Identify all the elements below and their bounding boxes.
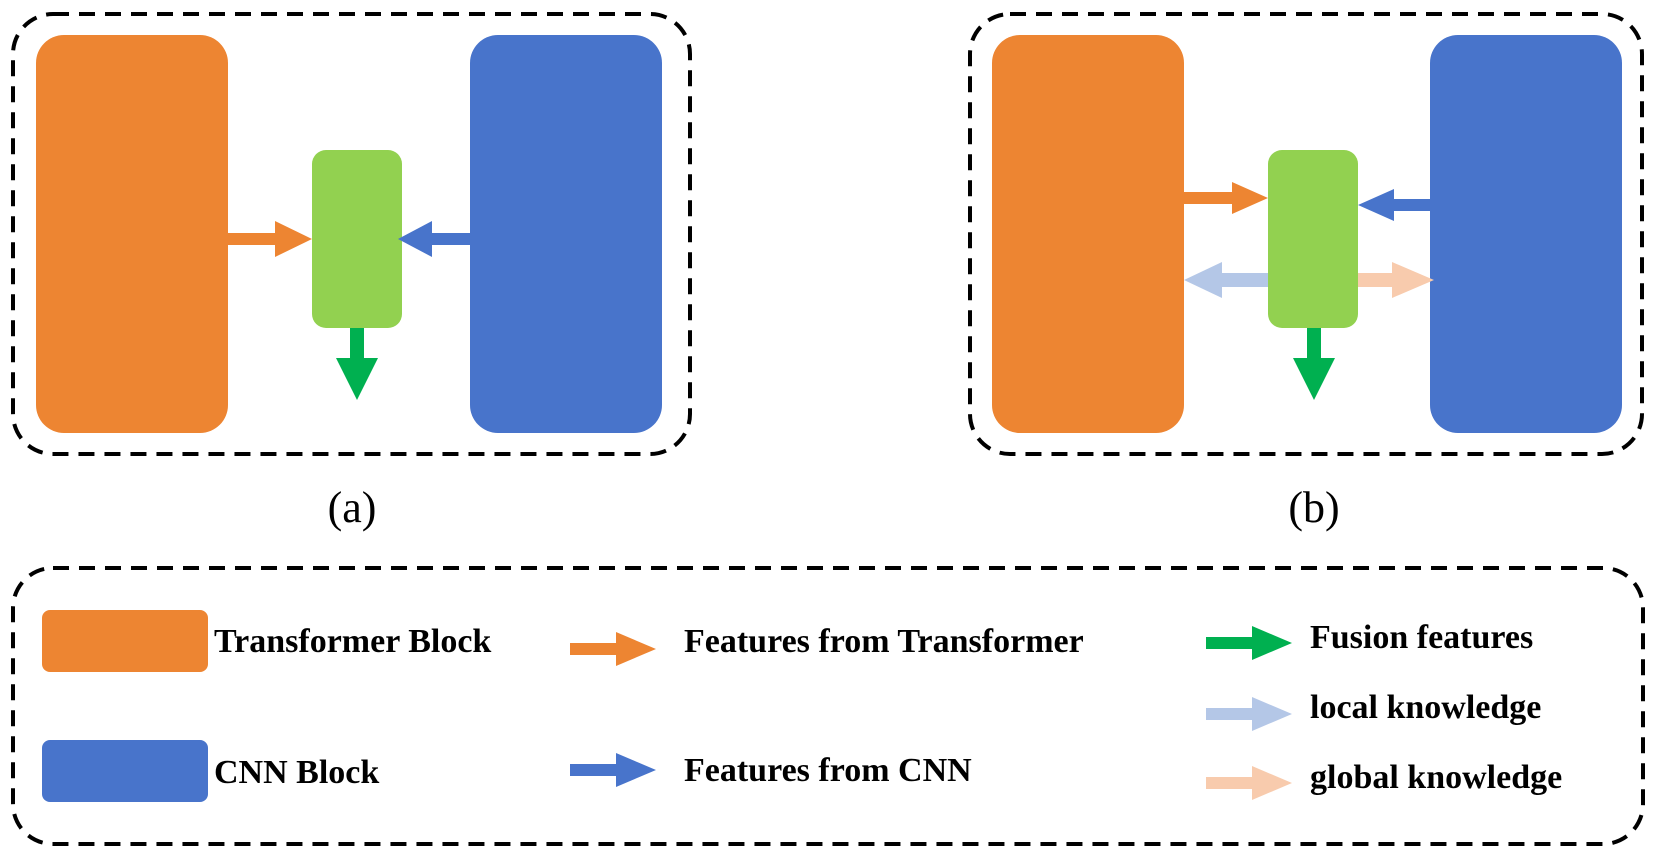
arrow-local-knowledge [1184,262,1268,298]
legend-transformer-arrow-icon [570,632,656,666]
legend-cnn-swatch [42,740,208,802]
transformer-block [36,35,228,433]
arrow-features-from-transformer [1184,182,1268,214]
caption-a: (a) [328,483,377,532]
arrow-features-from-cnn [398,221,470,257]
panel-a: (a) [11,12,692,532]
legend-transformer-swatch [42,610,208,672]
legend-local-knowledge-label: local knowledge [1310,689,1541,726]
legend-transformer-block-label: Transformer Block [214,623,491,660]
legend-features-transformer-label: Features from Transformer [684,623,1084,660]
legend-features-cnn-label: Features from CNN [684,752,972,789]
panel-b-border [968,12,1644,456]
panel-b: (b) [968,12,1644,532]
legend-fusion-arrow-icon [1206,626,1292,660]
legend-local-arrow-icon [1206,697,1292,731]
arrow-features-from-transformer [228,221,312,257]
fusion-block [312,150,402,328]
legend-global-knowledge-label: global knowledge [1310,759,1562,796]
arrow-features-from-cnn [1358,189,1430,221]
cnn-block [1430,35,1622,433]
legend-cnn-arrow-icon [570,753,656,787]
panel-a-border [11,12,692,456]
legend: Transformer Block CNN Block Features fro… [11,566,1645,846]
caption-b: (b) [1288,483,1339,532]
arrow-fusion-features [1293,328,1335,400]
legend-global-arrow-icon [1206,766,1292,800]
arrow-fusion-features [336,328,378,400]
cnn-block [470,35,662,433]
fusion-block [1268,150,1358,328]
arrow-global-knowledge [1358,262,1434,298]
transformer-block [992,35,1184,433]
legend-fusion-features-label: Fusion features [1310,619,1533,656]
legend-cnn-block-label: CNN Block [214,754,379,791]
